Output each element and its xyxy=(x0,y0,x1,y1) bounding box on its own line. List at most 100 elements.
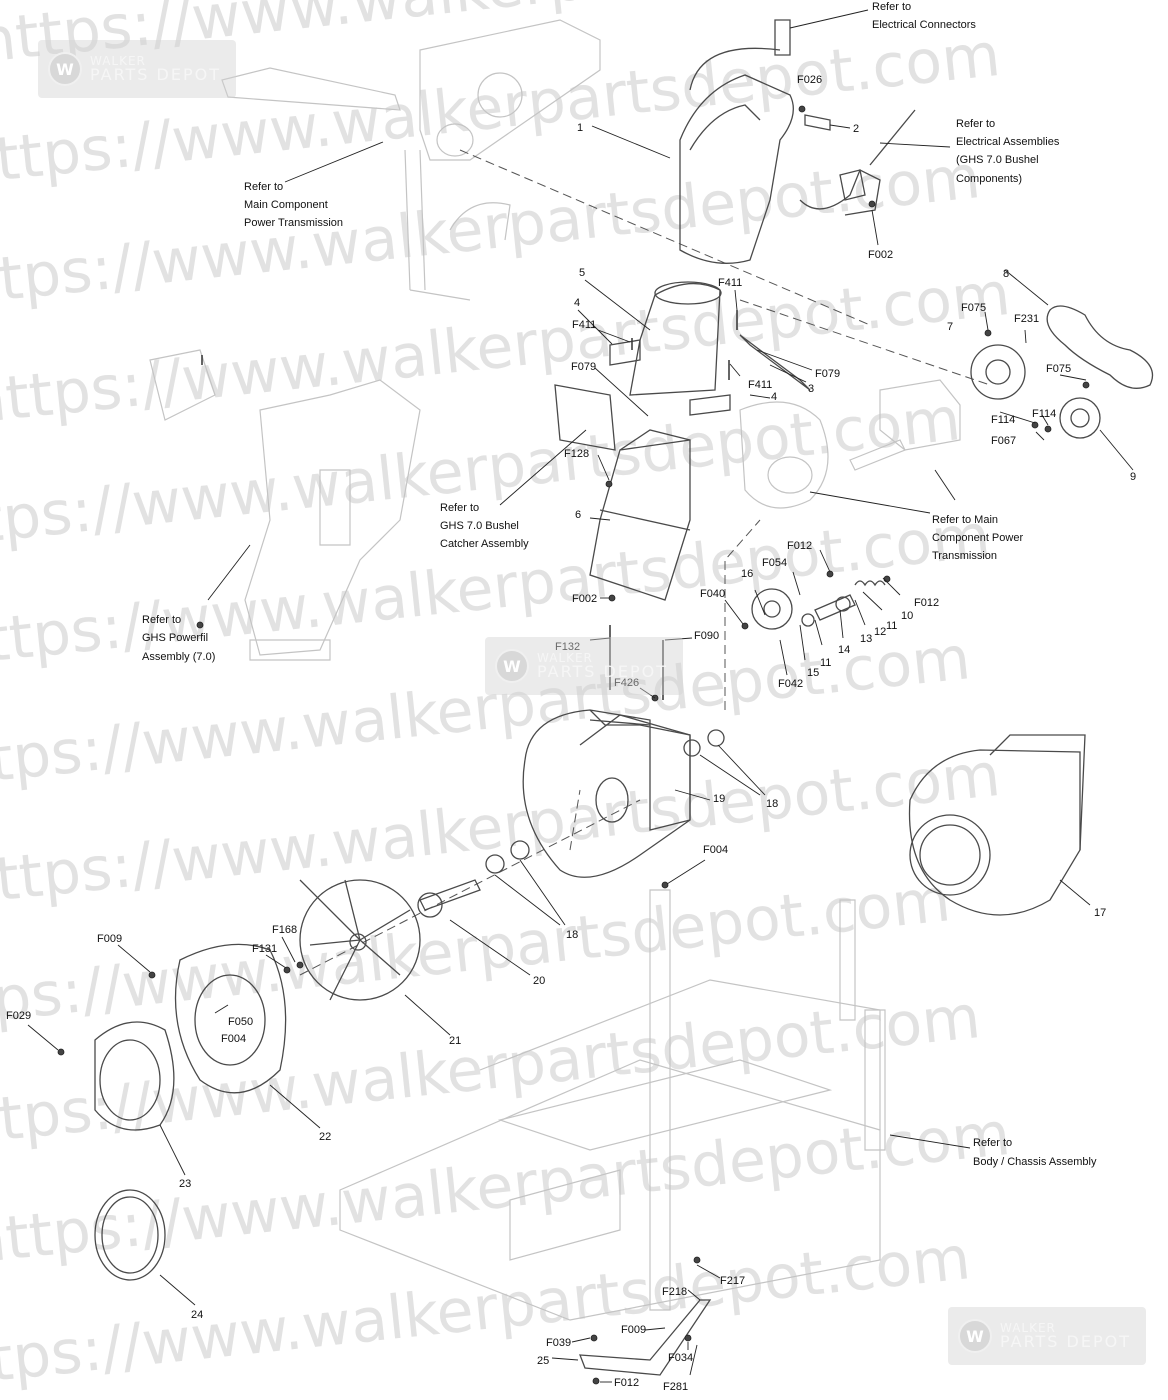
callout-label: F217 xyxy=(720,1275,745,1287)
callout-label: 2 xyxy=(853,123,859,135)
part-discharge-chute xyxy=(679,74,794,264)
part-transition-chute xyxy=(629,282,721,396)
callout-label: 15 xyxy=(807,667,819,679)
logo-mark-icon: W xyxy=(495,649,529,683)
callout-label: F128 xyxy=(564,448,589,460)
watermark-logo: W WALKER PARTS DEPOT xyxy=(948,1307,1146,1365)
callout-label: 25 xyxy=(537,1355,549,1367)
callout-label: F009 xyxy=(621,1324,646,1336)
callout-label: F039 xyxy=(546,1337,571,1349)
leader-lines xyxy=(27,9,1134,1383)
part-inlet-ring xyxy=(94,1021,175,1131)
callout-label: 5 xyxy=(579,267,585,279)
callout-label: 23 xyxy=(179,1178,191,1190)
callout-label: F050 xyxy=(228,1016,253,1028)
callout-label: 22 xyxy=(319,1131,331,1143)
part-pulley xyxy=(970,344,1026,400)
callout-label: F026 xyxy=(797,74,822,86)
callout-label: F090 xyxy=(694,630,719,642)
hardware-layer xyxy=(57,105,1090,1385)
ref-electrical-assemblies: Refer to Electrical Assemblies (GHS 7.0 … xyxy=(956,118,1062,185)
ref-body-chassis: Refer to Body / Chassis Assembly xyxy=(973,1137,1097,1168)
callout-label: F002 xyxy=(572,593,597,605)
callout-label: F411 xyxy=(748,379,772,391)
callout-label: F218 xyxy=(662,1286,687,1298)
callout-label: F067 xyxy=(991,435,1016,447)
reference-notes: Refer to Electrical Connectors Refer to … xyxy=(142,1,1097,1168)
callout-label: F114 xyxy=(1032,408,1056,420)
callout-label: F034 xyxy=(668,1352,693,1364)
watermark-layer: https://www.walkerpartsdepot.com https:/… xyxy=(0,0,1023,1400)
callout-label: F042 xyxy=(778,678,803,690)
callout-label: F168 xyxy=(272,924,297,936)
callout-label: 16 xyxy=(741,568,753,580)
part-ring xyxy=(94,1189,166,1281)
logo-mark-icon: W xyxy=(48,52,82,86)
callout-label: F231 xyxy=(1014,313,1039,325)
callout-label: F012 xyxy=(914,597,939,609)
ref-main-component-top: Refer to Main Component Power Transmissi… xyxy=(244,181,343,229)
part-blower-assembled xyxy=(908,749,1081,916)
callout-label: F075 xyxy=(961,302,986,314)
logo-mark-icon: W xyxy=(958,1319,992,1353)
callout-label: 1 xyxy=(577,122,583,134)
callout-label: F002 xyxy=(868,249,893,261)
ref-electrical-connectors: Refer to Electrical Connectors xyxy=(872,1,976,31)
callout-label: 4 xyxy=(771,391,777,403)
part-belt xyxy=(1046,305,1154,389)
callout-label: 19 xyxy=(713,793,725,805)
callout-label: F054 xyxy=(762,557,787,569)
callout-label: 8 xyxy=(1003,268,1009,280)
part-idler-pulley xyxy=(751,588,793,630)
callout-label: 18 xyxy=(566,929,578,941)
callout-label: F131 xyxy=(252,943,277,955)
logo-line1: WALKER xyxy=(1000,1321,1056,1335)
logo-line1: WALKER xyxy=(537,651,593,665)
logo-line2: PARTS DEPOT xyxy=(1000,1332,1131,1351)
callout-label: 12 xyxy=(874,626,886,638)
callout-label: 6 xyxy=(575,509,581,521)
callout-label: F079 xyxy=(571,361,596,373)
callout-label: 13 xyxy=(860,633,872,645)
callout-label: F004 xyxy=(703,844,728,856)
callout-labels: 1 2 3 4 4 5 6 7 8 9 10 11 11 12 12 13 14… xyxy=(6,74,1136,1393)
callout-label: F012 xyxy=(787,540,812,552)
callout-label: 11 xyxy=(820,657,831,669)
callout-label: F132 xyxy=(555,641,580,653)
callout-label: 24 xyxy=(191,1309,203,1321)
callout-label: F009 xyxy=(97,933,122,945)
parts-layer xyxy=(94,19,1154,1376)
callout-label: 9 xyxy=(1130,471,1136,483)
callout-label: F426 xyxy=(614,677,639,689)
callout-label: 21 xyxy=(449,1035,461,1047)
callout-label: F004 xyxy=(221,1033,246,1045)
ref-main-component-right: Refer to Main Component Power Transmissi… xyxy=(932,514,1026,562)
logo-line1: WALKER xyxy=(90,54,146,68)
part-sheave xyxy=(1059,397,1101,439)
callout-label: F411 xyxy=(718,277,742,289)
callout-label: F411 xyxy=(572,319,596,331)
ref-powerfil: Refer to GHS Powerfil Assembly (7.0) xyxy=(142,614,215,663)
logo-line2: PARTS DEPOT xyxy=(90,65,221,84)
callout-label: 4 xyxy=(574,297,580,309)
watermark-logo: W WALKER PARTS DEPOT xyxy=(38,40,236,98)
callout-label: 17 xyxy=(1094,907,1106,919)
part-shaft xyxy=(419,879,481,911)
part-bracket xyxy=(579,1299,712,1376)
callout-label: 10 xyxy=(901,610,913,622)
callout-label: F281 xyxy=(663,1381,688,1393)
callout-label: F079 xyxy=(815,368,840,380)
callout-label: F114 xyxy=(991,414,1015,426)
callout-label: 11 xyxy=(886,620,897,632)
callout-label: 18 xyxy=(766,798,778,810)
callout-label: 7 xyxy=(947,321,953,333)
ref-bushel-catcher: Refer to GHS 7.0 Bushel Catcher Assembly xyxy=(440,502,529,550)
part-back-plate xyxy=(174,943,287,1094)
callout-label: 3 xyxy=(808,383,814,395)
watermark-logo: W WALKER PARTS DEPOT xyxy=(485,637,683,695)
callout-label: F075 xyxy=(1046,363,1071,375)
callout-label: F012 xyxy=(614,1377,639,1389)
logo-line2: PARTS DEPOT xyxy=(537,662,668,681)
callout-label: 14 xyxy=(838,644,850,656)
